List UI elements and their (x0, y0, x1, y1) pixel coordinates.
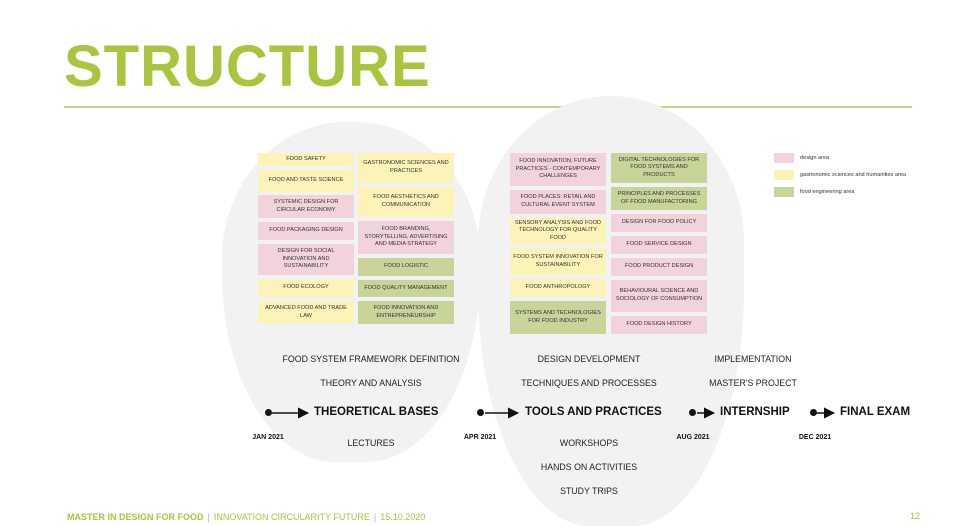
course-box: FOOD PRODUCT DESIGN (611, 258, 707, 276)
phase-activity: FOOD SYSTEM FRAMEWORK DEFINITION (282, 354, 460, 364)
course-box: FOOD SYSTEM INNOVATION FOR SUSTAINABILIT… (510, 248, 606, 275)
footer-separator: | (373, 512, 377, 522)
course-box: FOOD AESTHETICS AND COMMUNICATION (358, 187, 454, 217)
course-box: FOOD PLACES: RETAIL AND CULTURAL EVENT S… (510, 190, 606, 214)
legend-label: design area (800, 155, 830, 161)
slide-title: STRUCTURE (64, 34, 431, 99)
legend-label: gastronomic sciences and humanities area (800, 172, 907, 178)
course-box: DESIGN FOR SOCIAL INNOVATION AND SUSTAIN… (258, 244, 354, 275)
course-box: BEHAVIOURAL SCIENCE AND SOCIOLOGY OF CON… (611, 280, 707, 312)
course-box: FOOD AND TASTE SCIENCE (258, 170, 354, 192)
footer-subtitle: INNOVATION CIRCULARITY FUTURE (213, 512, 370, 522)
course-box: ADVANCED FOOD AND TRADE LAW (258, 301, 354, 324)
slide-footer: MASTER IN DESIGN FOR FOOD|INNOVATION CIR… (67, 512, 425, 522)
legend-swatch-engineering (774, 187, 794, 197)
page-number: 12 (910, 511, 921, 521)
course-box: FOOD ECOLOGY (258, 279, 354, 297)
phase-activity: HANDS ON ACTIVITIES (540, 462, 638, 472)
course-box: FOOD PACKAGING DESIGN (258, 222, 354, 240)
phase-name: FINAL EXAM (840, 406, 911, 418)
footer-date: 15.10.2020 (380, 512, 426, 522)
phase-activity: WORKSHOPS (559, 438, 619, 448)
legend-label: food engineering area (800, 189, 855, 195)
timeline-dot (265, 409, 272, 416)
timeline-dot (689, 409, 696, 416)
course-box: FOOD LOGISTIC (358, 258, 454, 276)
phase-name: INTERNSHIP (720, 406, 790, 418)
course-box: GASTRONOMIC SCIENCES AND PRACTICES (358, 153, 454, 183)
course-box: SENSORY ANALYSIS AND FOOD TECHNOLOGY FOR… (510, 218, 606, 244)
phase-activity: LECTURES (347, 438, 395, 448)
course-box: FOOD SAFETY (258, 153, 354, 166)
phase-activity: STUDY TRIPS (560, 486, 618, 496)
legend-swatch-design (774, 153, 794, 163)
course-box: SYSTEMS AND TECHNOLOGIES FOR FOOD INDUST… (510, 301, 606, 334)
footer-separator: | (207, 512, 210, 522)
course-box: PRINCIPLES AND PROCESSES OF FOOD MANUFAC… (611, 187, 707, 210)
title-divider (64, 106, 912, 108)
phase-name: TOOLS AND PRACTICES (525, 406, 662, 418)
phase-activity: MASTER'S PROJECT (709, 378, 797, 388)
course-box: FOOD INNOVATION, FUTURE PRACTICES - CONT… (510, 153, 606, 186)
course-box: SYSTEMIC DESIGN FOR CIRCULAR ECONOMY (258, 195, 354, 218)
footer-program: MASTER IN DESIGN FOR FOOD (67, 512, 204, 522)
phase-activity: THEORY AND ANALYSIS (320, 378, 422, 388)
course-box: FOOD INNOVATION AND ENTREPRENEURSHIP (358, 301, 454, 324)
phase-date: AUG 2021 (676, 434, 710, 441)
course-box: DESIGN FOR FOOD POLICY (611, 214, 707, 232)
phase-activity: TECHNIQUES AND PROCESSES (521, 378, 657, 388)
legend-swatch-gastronomic (774, 170, 794, 180)
phase-activity: IMPLEMENTATION (714, 354, 792, 364)
timeline-dot (477, 409, 484, 416)
phase-activity: DESIGN DEVELOPMENT (537, 354, 641, 364)
phase-date: APR 2021 (463, 434, 497, 441)
course-box: FOOD BRANDING, STORYTELLING, ADVERTISING… (358, 221, 454, 254)
course-box: FOOD QUALITY MANAGEMENT (358, 280, 454, 297)
phase-name: THEORETICAL BASES (314, 406, 439, 418)
course-box: FOOD SERVICE DESIGN (611, 236, 707, 254)
course-box: FOOD ANTHROPOLOGY (510, 279, 606, 297)
course-box: DIGITAL TECHNOLOGIES FOR FOOD SYSTEMS AN… (611, 153, 707, 183)
phase-date: DEC 2021 (798, 434, 832, 441)
timeline-dot (810, 409, 817, 416)
phase-date: JAN 2021 (252, 434, 284, 441)
course-box: FOOD DESIGN HISTORY (611, 316, 707, 334)
